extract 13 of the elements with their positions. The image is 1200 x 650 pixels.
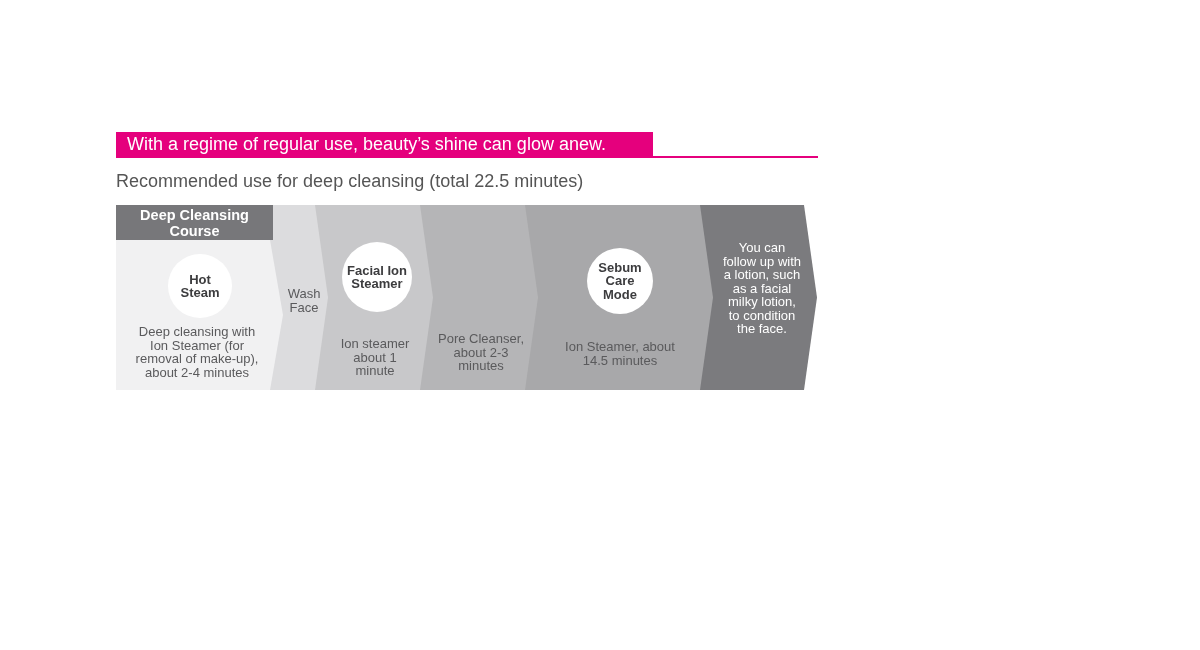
step-description: Deep cleansing with Ion Steamer (for removal of make-up), about 2-4 minutes bbox=[134, 325, 260, 379]
step-label: Facial Ion Steamer bbox=[346, 263, 408, 291]
title-banner: With a regime of regular use, beauty’s shine can glow anew. bbox=[116, 132, 653, 157]
step-label: Sebum Care Mode bbox=[597, 260, 643, 302]
step-description: Pore Cleanser, about 2-3 minutes bbox=[437, 332, 525, 373]
header-text: Deep Cleansing Course bbox=[139, 206, 250, 239]
subtitle: Recommended use for deep cleansing (total 22.5 minutes) bbox=[116, 170, 584, 192]
step-description: You can follow up with a lotion, such as a facial milky lotion, to condition the face. bbox=[722, 241, 802, 336]
course-header-tab bbox=[116, 205, 273, 240]
step-label: Hot Steam bbox=[179, 272, 221, 300]
step-description: Wash Face bbox=[286, 287, 322, 314]
step-description: Ion steamer about 1 minute bbox=[339, 337, 411, 378]
step-description: Ion Steamer, about 14.5 minutes bbox=[564, 340, 676, 367]
